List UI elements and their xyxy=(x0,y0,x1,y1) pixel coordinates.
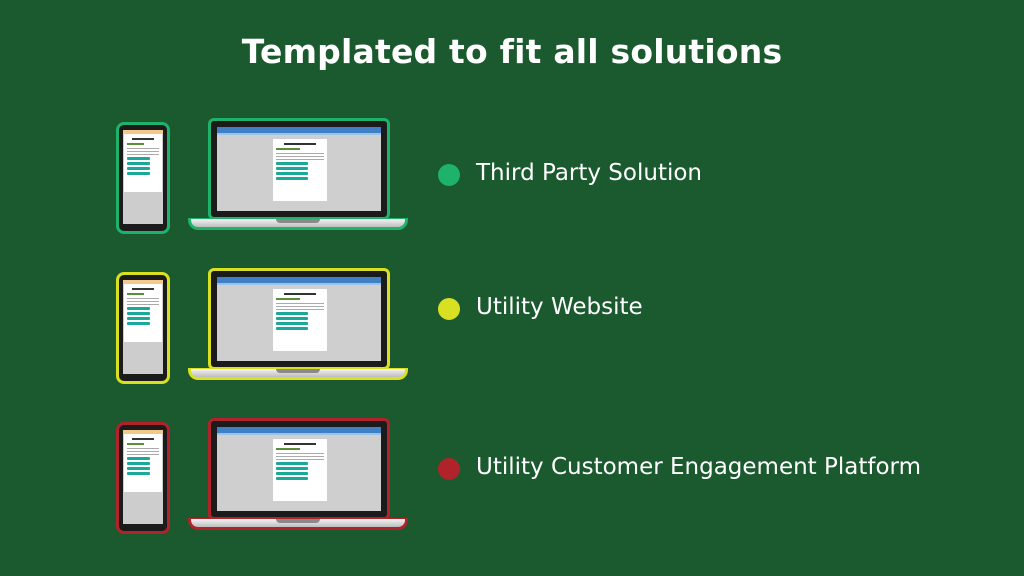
laptop-base xyxy=(188,518,408,530)
laptop-screen xyxy=(217,277,381,361)
solution-row-engagement-platform: Utility Customer Engagement Platform xyxy=(0,418,1024,542)
laptop-notch xyxy=(276,519,320,523)
phone-banner xyxy=(123,430,163,434)
laptop-lid xyxy=(208,268,390,370)
page-title: Templated to fit all solutions xyxy=(241,32,783,71)
laptop-base xyxy=(188,368,408,380)
solution-label: Utility Website xyxy=(476,294,643,320)
phone-screen xyxy=(123,280,163,374)
red-bullet-icon xyxy=(438,458,460,480)
phone-screen xyxy=(123,430,163,524)
laptop-mockup xyxy=(188,418,408,536)
laptop-notch xyxy=(276,369,320,373)
laptop-lid xyxy=(208,418,390,520)
phone-banner xyxy=(123,280,163,284)
laptop-lid xyxy=(208,118,390,220)
laptop-screen xyxy=(217,127,381,211)
yellow-bullet-icon xyxy=(438,298,460,320)
phone-mockup xyxy=(116,422,170,534)
laptop-mockup xyxy=(188,118,408,236)
phone-card xyxy=(124,134,162,192)
green-bullet-icon xyxy=(438,164,460,186)
laptop-mockup xyxy=(188,268,408,386)
laptop-base xyxy=(188,218,408,230)
phone-screen xyxy=(123,130,163,224)
phone-mockup xyxy=(116,272,170,384)
phone-mockup xyxy=(116,122,170,234)
solution-label: Third Party Solution xyxy=(476,160,703,186)
phone-card xyxy=(124,284,162,342)
laptop-page xyxy=(273,439,327,501)
solution-row-utility-website: Utility Website xyxy=(0,268,1024,392)
laptop-page xyxy=(273,289,327,351)
solution-row-third-party: Third Party Solution xyxy=(0,118,1024,242)
phone-banner xyxy=(123,130,163,134)
laptop-page xyxy=(273,139,327,201)
laptop-screen xyxy=(217,427,381,511)
laptop-notch xyxy=(276,219,320,223)
phone-card xyxy=(124,434,162,492)
solution-label: Utility Customer Engagement Platform xyxy=(476,454,922,480)
